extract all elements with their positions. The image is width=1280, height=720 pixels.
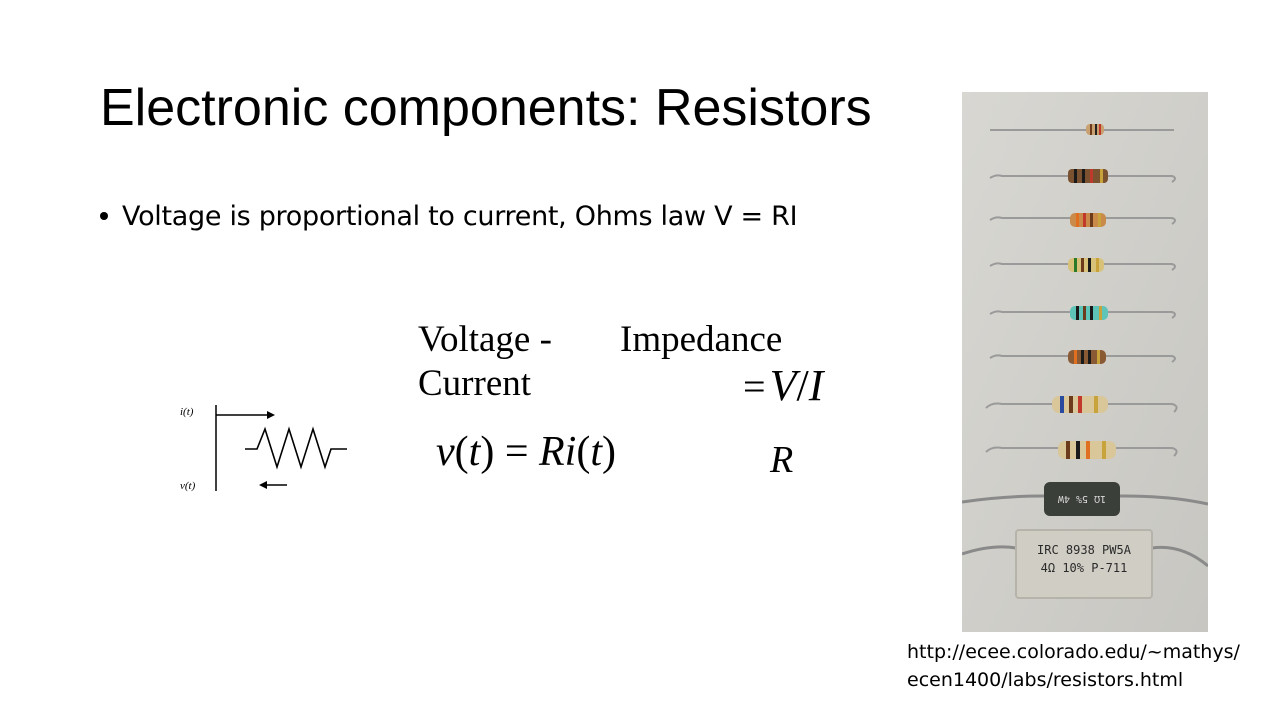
citation-line-1: http://ecee.colorado.edu/~mathys/ bbox=[907, 641, 1240, 663]
resistor-zigzag-icon bbox=[245, 426, 347, 470]
bullet-dot-icon bbox=[100, 212, 108, 220]
resistor-6-icon bbox=[989, 350, 1176, 364]
resistors-photo: 1Ω 5% 4W IRC 8938 PW5A 4Ω 10% P-711 bbox=[962, 92, 1208, 632]
resistor-5-icon bbox=[989, 306, 1176, 320]
ceramic-resistor-icon: IRC 8938 PW5A 4Ω 10% P-711 bbox=[962, 529, 1208, 599]
impedance-header: Impedance bbox=[620, 319, 783, 360]
current-label: i(t) bbox=[180, 406, 194, 418]
voltage-current-header: Voltage - Current bbox=[418, 319, 552, 404]
resistor-7-icon bbox=[985, 396, 1178, 413]
slide-title: Electronic components: Resistors bbox=[100, 79, 872, 137]
resistor-8-icon bbox=[985, 441, 1178, 459]
source-citation[interactable]: http://ecee.colorado.edu/~mathys/ ecen14… bbox=[907, 638, 1240, 694]
voltage-arrow-icon bbox=[259, 481, 267, 489]
impedance-formula: =V/I bbox=[743, 361, 824, 410]
current-arrow-icon bbox=[267, 411, 275, 419]
ohms-law-equation: v(t) = Ri(t) bbox=[436, 429, 617, 475]
ceramic-marking-line1: IRC 8938 PW5A bbox=[1037, 543, 1132, 557]
resistor-3-icon bbox=[989, 213, 1176, 227]
voltage-label: v(t) bbox=[180, 480, 196, 492]
wirewound-resistor-icon: 1Ω 5% 4W bbox=[962, 482, 1208, 516]
resistor-1-icon bbox=[990, 124, 1174, 135]
bullet-item: Voltage is proportional to current, Ohms… bbox=[100, 196, 798, 236]
ceramic-marking-line2: 4Ω 10% P-711 bbox=[1041, 561, 1128, 575]
citation-line-2: ecen1400/labs/resistors.html bbox=[907, 669, 1184, 691]
bullet-text: Voltage is proportional to current, Ohms… bbox=[122, 200, 798, 232]
resistance-symbol: R bbox=[770, 439, 794, 481]
resistor-2-icon bbox=[989, 169, 1176, 183]
wirewound-marking: 1Ω 5% 4W bbox=[1057, 493, 1106, 504]
resistor-circuit-diagram: i(t) v(t) bbox=[180, 405, 347, 492]
resistor-4-icon bbox=[989, 258, 1176, 272]
